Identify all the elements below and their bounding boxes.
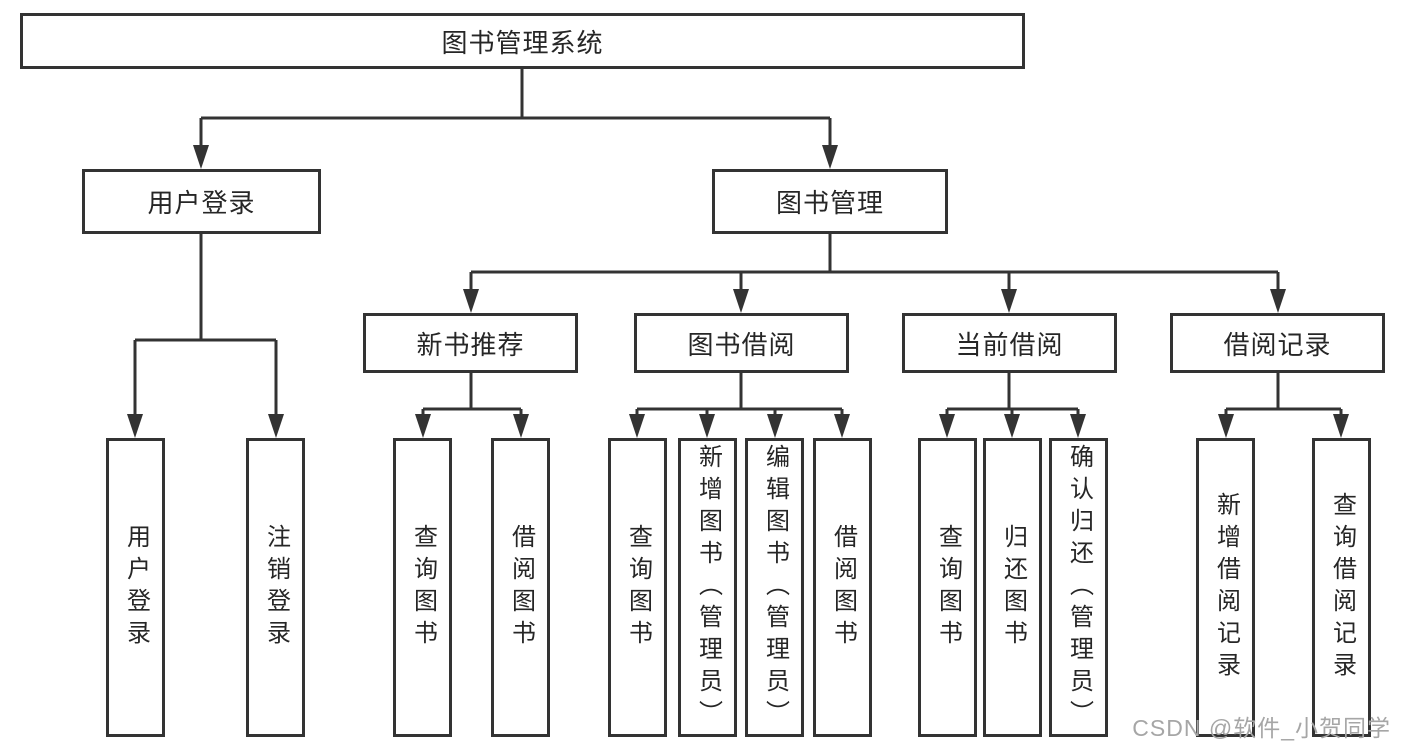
leaf-newbook-borrow-books: 借阅图书 [491, 438, 550, 737]
leaf-borrow-borrow-books: 借阅图书 [813, 438, 872, 737]
node-user-login: 用户登录 [82, 169, 321, 234]
node-new-book-recommend: 新书推荐 [363, 313, 578, 373]
arrow-down-icon [1270, 289, 1286, 313]
arrow-down-icon [1070, 414, 1086, 438]
arrow-down-icon [767, 414, 783, 438]
arrow-down-icon [463, 289, 479, 313]
arrow-down-icon [268, 414, 284, 438]
leaf-borrow-query-books: 查询图书 [608, 438, 667, 737]
leaf-borrow-edit-books-admin: 编辑图书（管理员） [745, 438, 804, 737]
node-borrow-records: 借阅记录 [1170, 313, 1385, 373]
arrow-down-icon [1218, 414, 1234, 438]
arrow-down-icon [415, 414, 431, 438]
leaf-current-return-books: 归还图书 [983, 438, 1042, 737]
arrow-down-icon [834, 414, 850, 438]
arrow-down-icon [127, 414, 143, 438]
node-book-borrow: 图书借阅 [634, 313, 849, 373]
node-root: 图书管理系统 [20, 13, 1025, 69]
node-book-management: 图书管理 [712, 169, 948, 234]
arrow-down-icon [1001, 289, 1017, 313]
arrow-down-icon [513, 414, 529, 438]
leaf-records-query-record: 查询借阅记录 [1312, 438, 1371, 737]
arrow-down-icon [1004, 414, 1020, 438]
arrowhead-icons [127, 145, 1349, 438]
arrow-down-icon [733, 289, 749, 313]
arrow-down-icon [193, 145, 209, 169]
leaf-current-confirm-return-admin: 确认归还（管理员） [1049, 438, 1108, 737]
leaf-newbook-query-books: 查询图书 [393, 438, 452, 737]
arrow-down-icon [939, 414, 955, 438]
leaf-user-login: 用户登录 [106, 438, 165, 737]
tree-wire-lines [133, 69, 1343, 418]
node-current-borrow: 当前借阅 [902, 313, 1117, 373]
leaf-current-query-books: 查询图书 [918, 438, 977, 737]
csdn-watermark: CSDN @软件_小贺同学 [1132, 715, 1391, 741]
arrow-down-icon [699, 414, 715, 438]
leaf-logout: 注销登录 [246, 438, 305, 737]
arrow-down-icon [822, 145, 838, 169]
arrow-down-icon [1333, 414, 1349, 438]
arrow-down-icon [629, 414, 645, 438]
leaf-borrow-add-books-admin: 新增图书（管理员） [678, 438, 737, 737]
leaf-records-add-record: 新增借阅记录 [1196, 438, 1255, 737]
